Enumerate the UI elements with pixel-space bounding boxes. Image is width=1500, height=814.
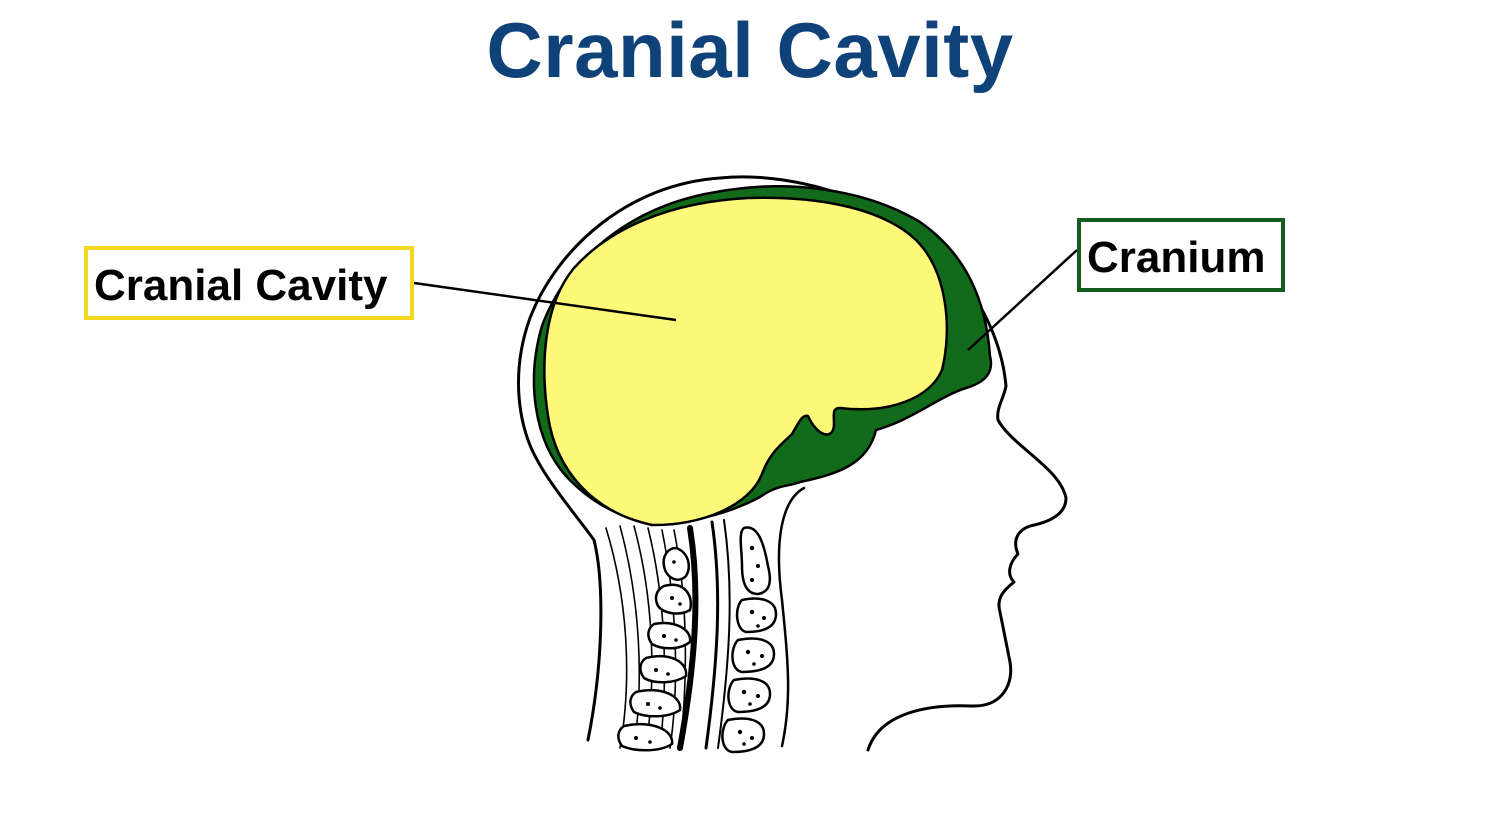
neck-front-line [777, 486, 806, 748]
spinal-cord [677, 525, 699, 751]
bone-texture [634, 545, 766, 746]
spinal-canal-line [704, 520, 720, 750]
spinal-canal-line-2 [717, 519, 731, 749]
cranium-label: Cranium [1077, 218, 1285, 292]
cranial-cavity-leader-line [413, 281, 677, 322]
vertebra-posterior-elements [617, 546, 693, 752]
cranium-label-text: Cranium [1087, 233, 1266, 282]
vertebral-bodies [721, 526, 778, 754]
cranium-leader-line [967, 249, 1078, 351]
cranial-cavity-label: Cranial Cavity [84, 246, 414, 320]
page-title: Cranial Cavity [486, 6, 1014, 94]
cranial-cavity-label-text: Cranial Cavity [94, 261, 388, 310]
cranial-cavity-region [543, 196, 949, 527]
head-outline [517, 175, 1068, 752]
